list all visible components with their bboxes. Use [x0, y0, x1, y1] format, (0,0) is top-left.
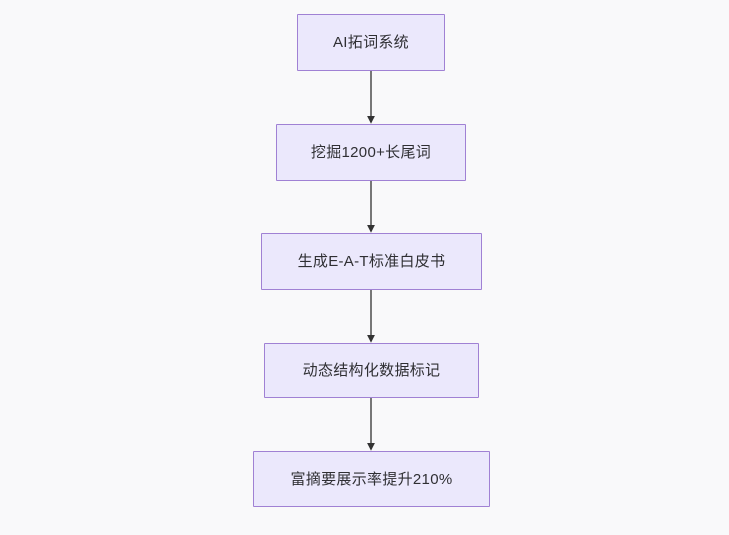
flow-node-label: AI拓词系统 — [333, 34, 409, 51]
flow-node-label: 动态结构化数据标记 — [302, 362, 441, 379]
flow-node-label: 生成E-A-T标准白皮书 — [297, 253, 446, 270]
flow-node-generate-eat-whitepaper[interactable]: 生成E-A-T标准白皮书 — [261, 233, 482, 290]
flow-node-label: 挖掘1200+长尾词 — [310, 144, 432, 161]
flow-node-ai-keyword-system[interactable]: AI拓词系统 — [297, 14, 445, 71]
flow-node-mine-longtail-keywords[interactable]: 挖掘1200+长尾词 — [276, 124, 466, 181]
flow-node-rich-snippet-impression-lift[interactable]: 富摘要展示率提升210% — [253, 451, 490, 507]
flow-node-label: 富摘要展示率提升210% — [290, 470, 453, 488]
flow-node-dynamic-structured-data-markup[interactable]: 动态结构化数据标记 — [264, 343, 479, 398]
